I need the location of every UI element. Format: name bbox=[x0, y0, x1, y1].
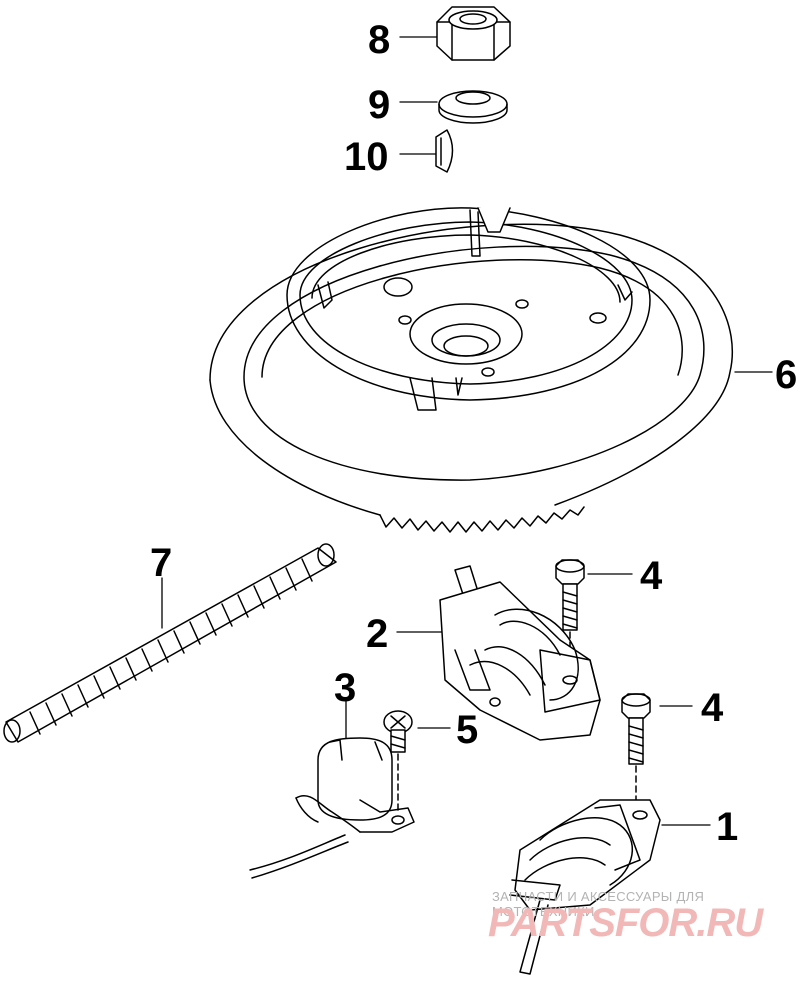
flywheel-part-6 bbox=[209, 207, 734, 533]
watermark-tagline: ЗАПЧАСТИ И АКСЕССУАРЫ ДЛЯ МОТОТЕХНИКИ bbox=[492, 889, 705, 919]
callout-1: 1 bbox=[716, 805, 739, 849]
callout-5: 5 bbox=[456, 708, 479, 752]
spiral-tube-part-7 bbox=[3, 543, 337, 743]
key-part-10 bbox=[435, 129, 454, 173]
callout-9: 9 bbox=[368, 83, 391, 127]
callout-4-upper: 4 bbox=[640, 554, 663, 598]
callout-7: 7 bbox=[150, 541, 173, 585]
callout-8: 8 bbox=[368, 18, 391, 62]
screw-part-5 bbox=[383, 710, 413, 813]
callout-2: 2 bbox=[366, 612, 389, 656]
watermark-logo: PARTSFOR.RU bbox=[488, 901, 763, 945]
washer-part-9 bbox=[438, 90, 508, 124]
nut-part-8 bbox=[436, 6, 511, 61]
pulser-coil-part-2 bbox=[439, 565, 601, 741]
callout-3: 3 bbox=[334, 666, 357, 710]
bolt-part-4b bbox=[621, 693, 651, 807]
cdi-unit-part-3 bbox=[249, 737, 415, 879]
callout-10: 10 bbox=[344, 135, 389, 179]
charge-coil-part-1 bbox=[509, 799, 661, 975]
callout-4-lower: 4 bbox=[701, 686, 724, 730]
callout-6: 6 bbox=[775, 353, 798, 397]
leader-lines bbox=[161, 36, 773, 826]
